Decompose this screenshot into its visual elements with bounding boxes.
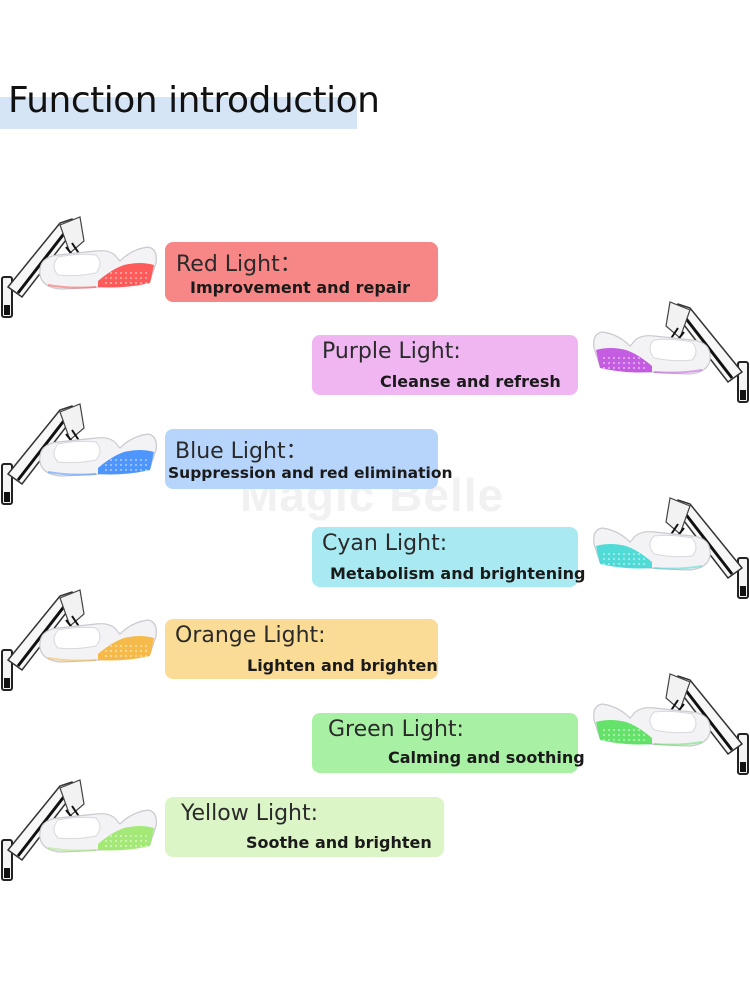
title-highlight — [0, 97, 357, 129]
lamp-image-green — [593, 673, 749, 775]
lamp-image-purple — [593, 301, 749, 403]
light-name: Cyan Light: — [322, 531, 448, 556]
light-name: Orange Light: — [175, 623, 326, 648]
light-name: Yellow Light: — [181, 801, 319, 826]
card-green-light: Green Light: Calming and soothing — [312, 713, 585, 773]
light-name: Red Light： — [176, 252, 302, 277]
light-name: Blue Light： — [175, 439, 308, 464]
light-desc: Soothe and brighten — [246, 833, 432, 852]
lamp-image-orange — [1, 589, 157, 691]
lamp-image-blue — [1, 403, 157, 505]
light-desc: Improvement and repair — [190, 278, 410, 297]
lamp-image-red — [1, 216, 157, 318]
light-desc: Metabolism and brightening — [330, 564, 586, 583]
light-desc: Lighten and brighten — [247, 656, 438, 675]
lamp-image-yellow — [1, 779, 157, 881]
page-title: Function introduction — [8, 80, 380, 121]
light-name: Green Light: — [328, 717, 464, 742]
card-orange-light: Orange Light: Lighten and brighten — [165, 619, 438, 679]
light-desc: Cleanse and refresh — [380, 372, 561, 391]
card-red-light: Red Light： Improvement and repair — [165, 242, 438, 302]
card-purple-light: Purple Light: Cleanse and refresh — [312, 335, 578, 395]
card-yellow-light: Yellow Light: Soothe and brighten — [165, 797, 444, 857]
lamp-image-cyan — [593, 497, 749, 599]
card-cyan-light: Cyan Light: Metabolism and brightening — [312, 527, 586, 587]
light-desc: Suppression and red elimination — [168, 464, 453, 482]
light-name: Purple Light: — [322, 339, 461, 364]
card-blue-light: Blue Light： Suppression and red eliminat… — [165, 429, 453, 489]
light-desc: Calming and soothing — [388, 748, 585, 767]
